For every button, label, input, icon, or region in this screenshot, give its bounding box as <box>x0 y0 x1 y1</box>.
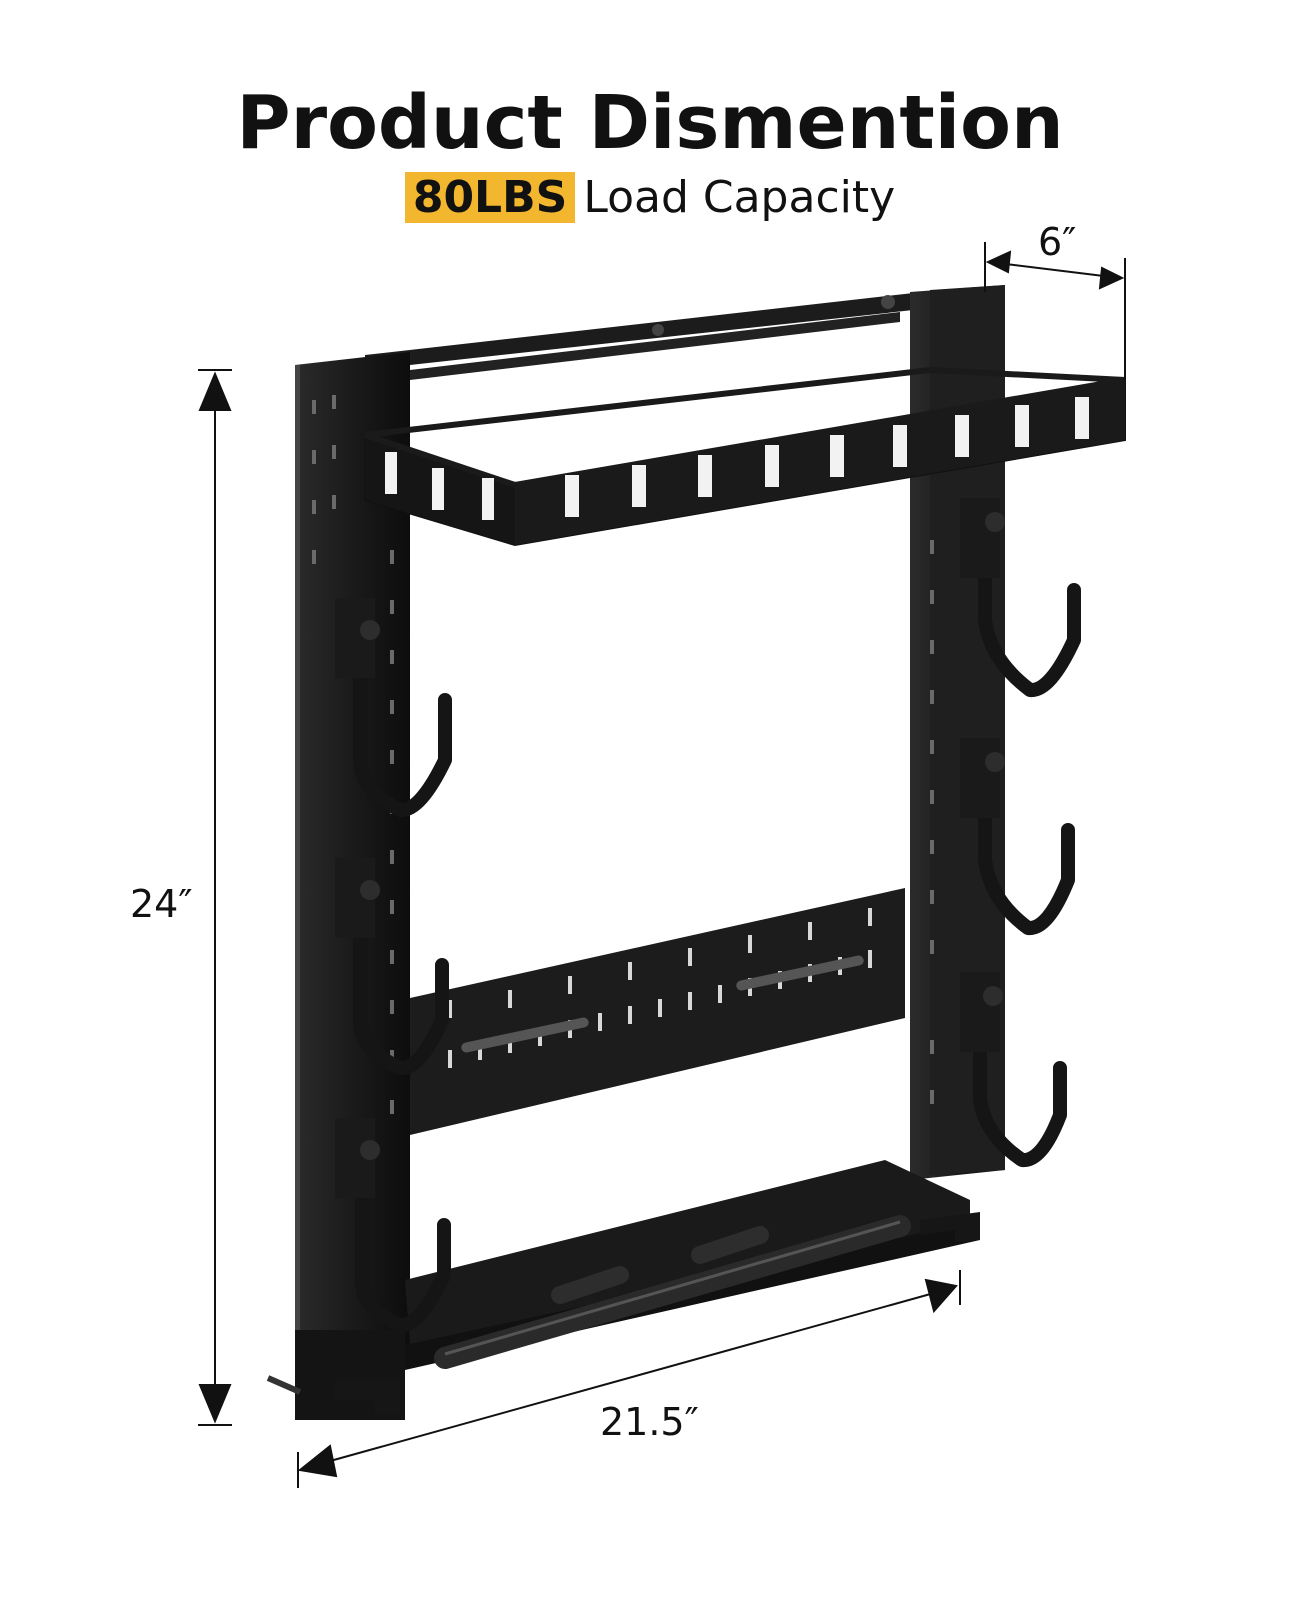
width-label: 21.5″ <box>600 1400 699 1444</box>
load-capacity-badge: 80LBS <box>404 172 576 223</box>
width-dimension <box>297 1270 961 1488</box>
top-shelf <box>364 366 1126 547</box>
left-hook-brackets <box>335 598 380 1198</box>
wall-brackets <box>266 1212 980 1415</box>
right-hooks <box>973 523 1081 1167</box>
middle-pegboard <box>410 888 905 1135</box>
depth-label: 6″ <box>1038 220 1077 264</box>
left-hooks <box>353 633 452 1332</box>
bottom-tray <box>405 1160 980 1370</box>
load-capacity-text: Load Capacity <box>583 172 896 223</box>
upright-slots <box>312 395 934 1114</box>
depth-dimension <box>984 242 1126 380</box>
right-hook-brackets <box>960 498 1005 1052</box>
page-title: Product Dismention <box>236 80 1064 166</box>
height-label: 24″ <box>130 882 193 926</box>
height-dimension <box>198 369 232 1426</box>
top-rail <box>365 290 1005 380</box>
